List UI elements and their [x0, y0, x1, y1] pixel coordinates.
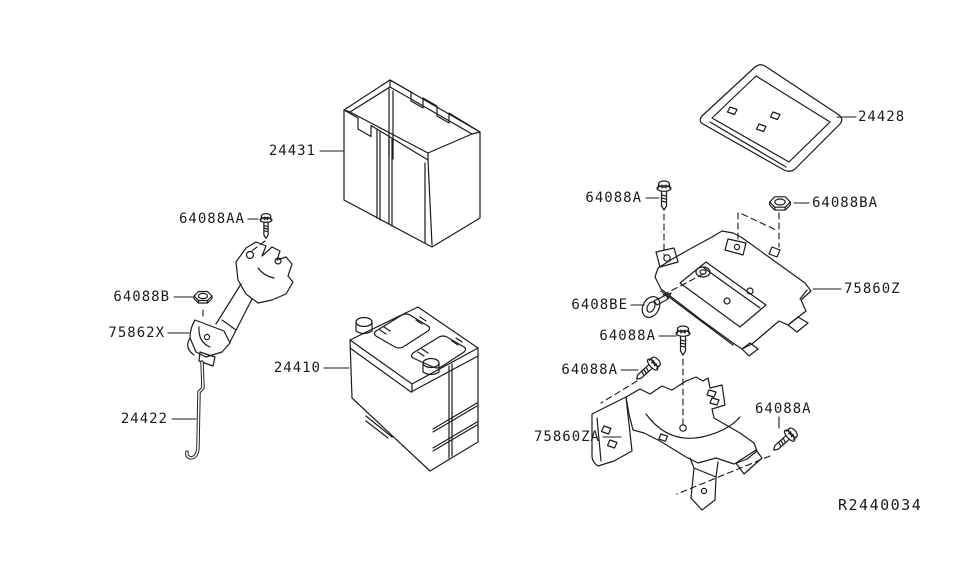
- bolt-64088A-middle-drawing: [675, 325, 691, 356]
- callout-rod: 24422: [120, 411, 168, 427]
- leader-lines: [168, 117, 856, 437]
- callout-battery-cover: 24431: [268, 143, 316, 159]
- clip-6408BE-drawing: [639, 293, 671, 320]
- callout-battery: 24410: [273, 360, 321, 376]
- battery-cover-drawing: [344, 80, 480, 247]
- callout-bolt-lower-left: 64088A: [561, 362, 618, 378]
- bracket-75860ZA-drawing: [592, 377, 762, 510]
- callout-bolt-small: 64088AA: [178, 211, 245, 227]
- bolt-64088A-lower-left-drawing: [631, 353, 664, 385]
- callout-clip: 6408BE: [571, 297, 628, 313]
- callout-nut-left: 64088B: [113, 289, 170, 305]
- battery-tray-drawing: [700, 65, 842, 172]
- callout-bracket-lower: 75860ZA: [533, 429, 600, 445]
- callout-bracket-upper: 75860Z: [844, 281, 901, 297]
- callout-bracket-mounting: 75862X: [108, 325, 165, 341]
- projection-lines: [203, 213, 779, 494]
- rod-24422-drawing: [187, 362, 203, 458]
- callout-bolt-lower-right: 64088A: [755, 401, 812, 417]
- callout-nut-upper-right: 64088BA: [812, 195, 879, 211]
- callout-bolt-middle: 64088A: [599, 328, 656, 344]
- diagram-reference-number: R2440034: [838, 496, 923, 514]
- bracket-75862X-drawing: [188, 242, 293, 366]
- nut-64088B-drawing: [193, 290, 213, 304]
- callout-battery-tray: 24428: [858, 109, 906, 125]
- bolt-64088A-lower-right-drawing: [768, 424, 801, 456]
- bolt-64088A-upper-drawing: [656, 180, 672, 211]
- bracket-75860Z-drawing: [655, 231, 811, 356]
- callout-bolt-upper: 64088A: [585, 190, 642, 206]
- bolt-64088AA-drawing: [259, 213, 273, 239]
- nut-64088BA-drawing: [768, 196, 792, 211]
- battery-drawing: [350, 307, 478, 471]
